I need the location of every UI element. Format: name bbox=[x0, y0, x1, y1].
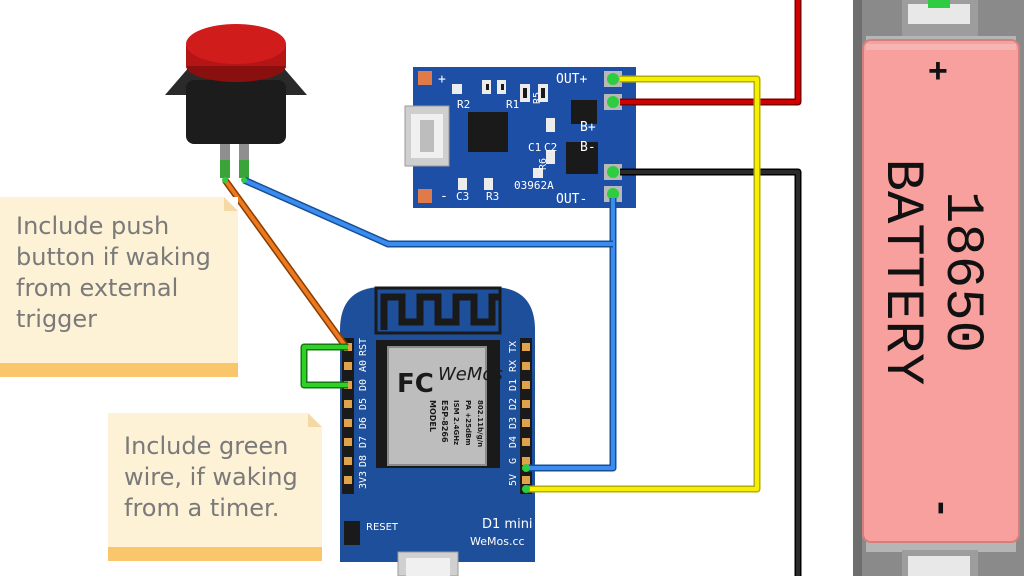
charger-minus-label: - bbox=[440, 189, 448, 204]
pin-label-d7: D7 bbox=[358, 436, 369, 448]
chip-esp-label: ESP-8266 bbox=[440, 400, 449, 443]
note-fold bbox=[308, 413, 322, 427]
note-green-wire-line: from a timer. bbox=[124, 494, 280, 522]
charger-b-minus-label: B- bbox=[580, 140, 596, 155]
pin-label-d3: D3 bbox=[508, 417, 519, 429]
note-bar bbox=[108, 547, 322, 561]
note-push-button-line: Include push bbox=[16, 212, 170, 240]
d1-mini-board: FC WeMos MODEL ESP-8266 ISM 2.4GHz PA +2… bbox=[340, 286, 535, 576]
reset-button[interactable] bbox=[344, 521, 360, 545]
charger-c3-label: C3 bbox=[456, 190, 469, 203]
chip-pa-label: PA +25dBm bbox=[464, 400, 472, 446]
mosfet-ic bbox=[571, 100, 597, 124]
pin-label-a0: A0 bbox=[358, 360, 369, 372]
battery-plus-label: + bbox=[928, 55, 948, 93]
charger-out-minus-label: OUT- bbox=[556, 192, 587, 207]
pin-label-g: G bbox=[508, 458, 519, 464]
d1-right-pin-pads bbox=[522, 343, 530, 484]
charger-c1-label: C1 bbox=[528, 141, 541, 154]
charger-r3-label: R3 bbox=[486, 190, 499, 203]
charger-out-plus-label: OUT+ bbox=[556, 72, 587, 87]
charger-r5-label: R5 bbox=[532, 92, 543, 104]
wire-blue-ground bbox=[526, 198, 617, 472]
battery-minus-label: - bbox=[919, 497, 962, 520]
terminal-out-plus bbox=[604, 71, 622, 87]
reset-label: RESET bbox=[366, 522, 399, 533]
pin-label-tx: TX bbox=[508, 341, 519, 353]
note-bar bbox=[0, 363, 238, 377]
right-pin-header bbox=[520, 338, 532, 494]
wire-black bbox=[620, 168, 802, 576]
note-push-button-line: trigger bbox=[16, 305, 98, 333]
charger-module: + OUT+ R2 R1 R5 B+ B- C1 C2 R6 - C3 R3 0… bbox=[404, 67, 636, 208]
charger-r1-label: R1 bbox=[506, 98, 519, 111]
chip-ism-label: ISM 2.4GHz bbox=[452, 400, 460, 445]
note-push-button-line: from external bbox=[16, 274, 179, 302]
fcc-logo: FC bbox=[397, 369, 434, 399]
protection-ic bbox=[566, 142, 598, 174]
charger-b-plus-label: B+ bbox=[580, 120, 596, 135]
charger-ic bbox=[468, 112, 508, 152]
note-push-button-line: button if waking bbox=[16, 243, 211, 271]
note-green-wire: Include green wire, if waking from a tim… bbox=[108, 413, 322, 561]
wire-end-dots bbox=[222, 177, 530, 493]
terminal-b-plus bbox=[604, 94, 622, 110]
charger-r2-label: R2 bbox=[457, 98, 470, 111]
charger-code-label: 03962A bbox=[514, 179, 554, 192]
note-green-wire-line: wire, if waking bbox=[124, 463, 298, 491]
terminal-b-minus bbox=[604, 164, 622, 180]
chip-802-label: 802.11b/g/n bbox=[476, 400, 484, 447]
wires bbox=[222, 0, 802, 576]
left-pin-header bbox=[342, 338, 354, 494]
pin-label-rx: RX bbox=[508, 360, 519, 372]
pin-label-3v3: 3V3 bbox=[358, 471, 369, 489]
battery-title: BATTERY bbox=[871, 159, 932, 386]
board-name-label: D1 mini bbox=[482, 517, 533, 532]
battery-18650: + - BATTERY 18650 bbox=[862, 39, 1020, 543]
chip-model-label: MODEL bbox=[428, 400, 437, 432]
pin-label-d4: D4 bbox=[508, 436, 519, 448]
pin-label-5v: 5V bbox=[508, 474, 519, 486]
d1-usb-port bbox=[397, 551, 459, 576]
pin-label-d0: D0 bbox=[358, 379, 369, 391]
note-push-button: Include push button if waking from exter… bbox=[0, 197, 238, 377]
esp8266-module bbox=[376, 340, 500, 468]
website-label: WeMos.cc bbox=[470, 535, 525, 548]
micro-usb-port bbox=[404, 105, 450, 167]
wifi-antenna bbox=[380, 293, 500, 330]
battery-model: 18650 bbox=[931, 191, 992, 353]
wire-red bbox=[620, 0, 802, 106]
wemos-logo: WeMos bbox=[438, 364, 503, 385]
pin-label-rst: RST bbox=[358, 338, 369, 356]
pin-label-d5: D5 bbox=[358, 398, 369, 410]
note-green-wire-line: Include green bbox=[124, 432, 289, 460]
pin-label-d1: D1 bbox=[508, 379, 519, 391]
pin-label-d2: D2 bbox=[508, 398, 519, 410]
charger-r6-label: R6 bbox=[538, 158, 549, 170]
charger-c2-label: C2 bbox=[544, 141, 557, 154]
charger-plus-label: + bbox=[438, 72, 446, 87]
note-fold bbox=[224, 197, 238, 211]
pin-label-d6: D6 bbox=[358, 417, 369, 429]
push-button[interactable] bbox=[165, 24, 307, 178]
terminal-out-minus bbox=[604, 186, 622, 202]
pin-label-d8: D8 bbox=[358, 455, 369, 467]
